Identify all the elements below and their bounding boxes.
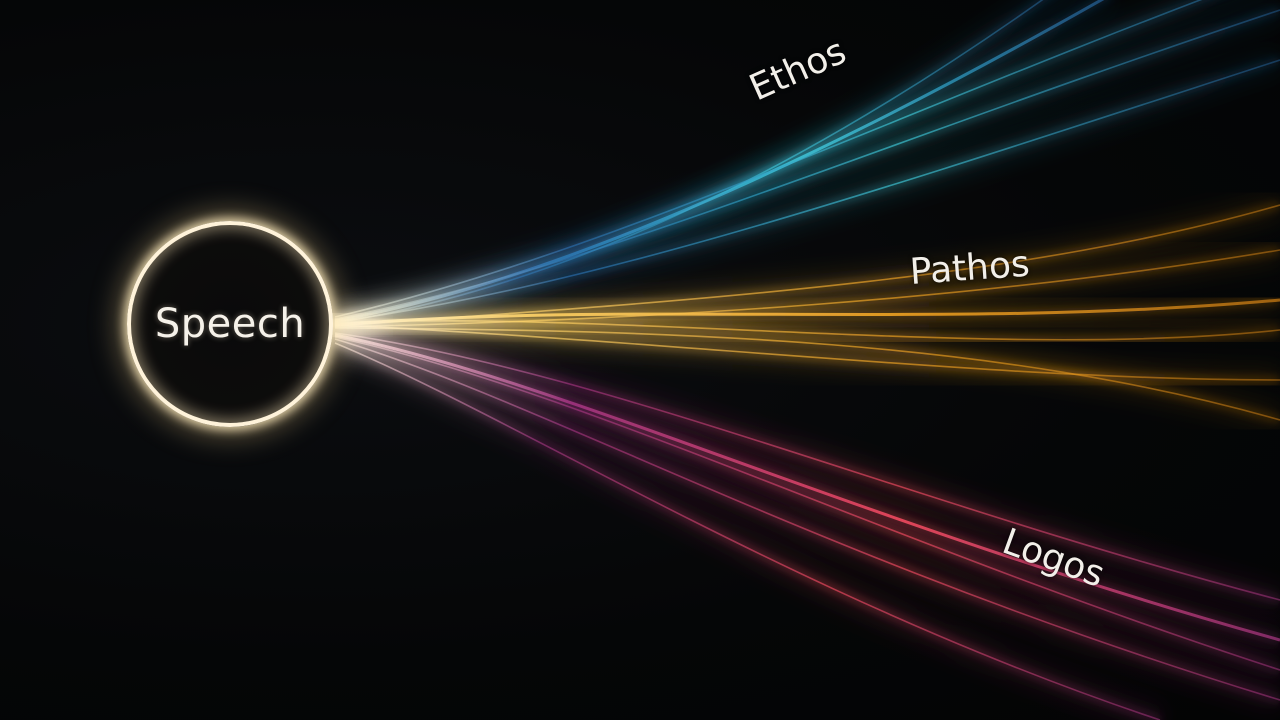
pathos-ribbon-strand — [334, 324, 1280, 381]
speech-node: Speech — [127, 221, 333, 427]
logos-ribbon-strand — [334, 336, 1280, 671]
logos-ribbon-strand — [334, 342, 1161, 720]
speech-label: Speech — [154, 301, 306, 347]
ethos-ribbon-strand — [334, 0, 1203, 318]
pathos-ribbon-strand — [334, 204, 1280, 327]
ethos-ribbon-strand — [334, 59, 1280, 323]
pathos-label: Pathos — [908, 243, 1032, 293]
